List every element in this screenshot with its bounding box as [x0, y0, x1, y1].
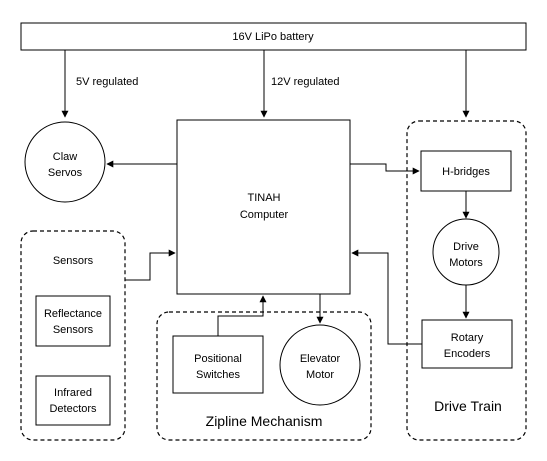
claw-servos-label-line1: Claw	[53, 151, 78, 163]
wire-switches-computer	[217, 295, 267, 336]
claw-servos-label-line2: Servos	[48, 167, 83, 179]
infrared-label-line2: Detectors	[49, 403, 97, 415]
computer-box	[176, 119, 351, 295]
rotary-encoders-label-line2: Encoders	[444, 348, 491, 360]
drive-motors-node	[432, 218, 500, 286]
drive-train-title: Drive Train	[434, 398, 502, 414]
zipline-group	[156, 311, 372, 441]
h-bridges-box	[420, 150, 512, 192]
edge-label-12v: 12V regulated	[271, 76, 340, 88]
reflectance-label-line1: Reflectance	[44, 308, 102, 320]
computer-label-line2: Computer	[240, 209, 289, 221]
battery-label: 16V LiPo battery	[232, 31, 314, 43]
elevator-motor-node	[279, 324, 361, 406]
wire-encoders-computer	[351, 249, 422, 345]
reflectance-sensors-box	[35, 295, 111, 347]
zipline-title: Zipline Mechanism	[206, 413, 323, 429]
drive-motors-label-line2: Motors	[449, 257, 483, 269]
sensors-title: Sensors	[53, 255, 94, 267]
battery-box	[20, 22, 527, 51]
h-bridges-label: H-bridges	[442, 166, 490, 178]
positional-switches-label-line1: Positional	[194, 353, 242, 365]
rotary-encoders-label-line1: Rotary	[451, 332, 484, 344]
positional-switches-box	[172, 335, 264, 394]
wire-computer-hbridges	[350, 163, 420, 175]
positional-switches-label-line2: Switches	[196, 369, 241, 381]
computer-label-line1: TINAH	[248, 192, 281, 204]
sensors-group	[20, 230, 126, 441]
reflectance-label-line2: Sensors	[53, 324, 94, 336]
drive-train-group	[406, 120, 527, 441]
infrared-label-line1: Infrared	[54, 387, 92, 399]
claw-servos-node	[24, 121, 106, 203]
drive-motors-label-line1: Drive	[453, 241, 479, 253]
wire-sensors-computer	[125, 249, 176, 281]
elevator-motor-label-line2: Motor	[306, 369, 334, 381]
infrared-detectors-box	[35, 375, 111, 426]
edge-label-5v: 5V regulated	[76, 76, 138, 88]
rotary-encoders-box	[421, 319, 513, 369]
elevator-motor-label-line1: Elevator	[300, 353, 341, 365]
